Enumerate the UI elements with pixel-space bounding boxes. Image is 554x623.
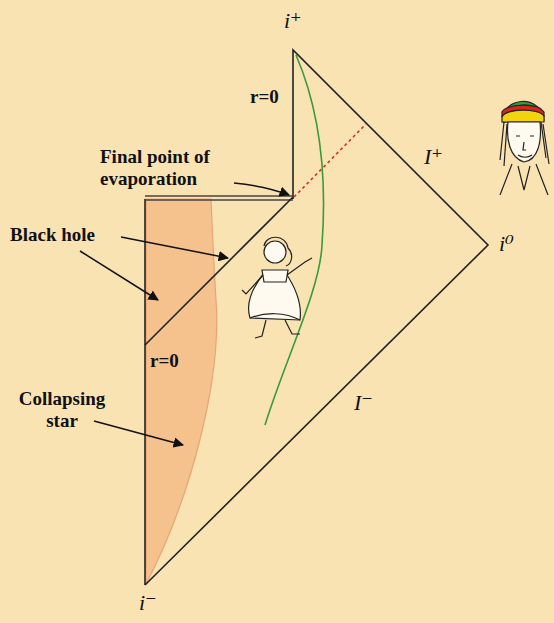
infinity-label: i⁰ (499, 233, 514, 255)
infinity-label: i⁻ (139, 592, 157, 614)
leader-arrow (94, 421, 183, 445)
r-label: r=0 (250, 86, 279, 108)
r-label: r=0 (150, 350, 179, 372)
singularity (145, 199, 293, 201)
rasta-observer (500, 101, 549, 195)
singularity (145, 195, 293, 197)
leader-arrow (80, 251, 158, 300)
alice-figure (242, 237, 312, 338)
callout-text: Collapsing star (6, 388, 118, 432)
leader-arrow (121, 237, 228, 258)
callout-text: Final point of evaporation (100, 146, 270, 190)
infinity-label: I⁻ (354, 392, 373, 414)
infinity-label: I⁺ (424, 146, 443, 168)
spacetime-boundary (145, 50, 488, 585)
observer-worldline (265, 55, 324, 425)
spacetime-boundary (144, 199, 146, 585)
leader-arrow (234, 183, 289, 195)
null-ray (294, 124, 366, 197)
event-horizon (145, 197, 293, 345)
infinity-label: i⁺ (284, 10, 302, 32)
callout-text: Black hole (10, 224, 95, 246)
collapsing-star (146, 199, 217, 584)
